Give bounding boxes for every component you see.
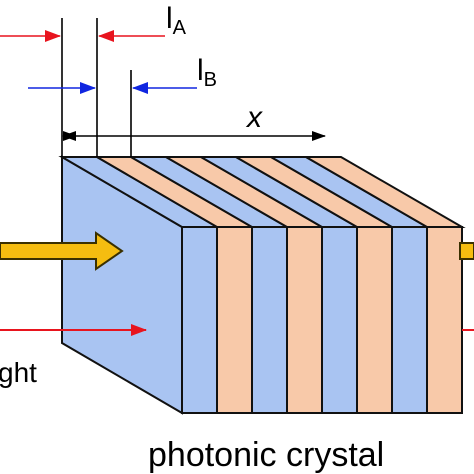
- side-layer-7: [391, 226, 428, 414]
- crystal-top-face: [58, 156, 466, 228]
- incident-yellow-arrow: [0, 231, 124, 271]
- label-la: lA: [166, 2, 187, 39]
- transmitted-yellow-arrow: [459, 242, 474, 260]
- top-layer-8: [302, 156, 466, 228]
- side-layer-8: [426, 226, 463, 414]
- label-lb: lB: [197, 54, 217, 91]
- label-x: x: [245, 101, 263, 134]
- side-layer-5: [321, 226, 358, 414]
- side-layer-3: [251, 226, 288, 414]
- crystal-side-face: [181, 226, 463, 414]
- side-layer-4: [286, 226, 323, 414]
- side-layer-1: [181, 226, 218, 414]
- side-layer-6: [356, 226, 393, 414]
- caption-photonic-crystal: photonic crystal: [148, 436, 384, 474]
- label-light: ght: [0, 357, 37, 388]
- side-layer-2: [216, 226, 253, 414]
